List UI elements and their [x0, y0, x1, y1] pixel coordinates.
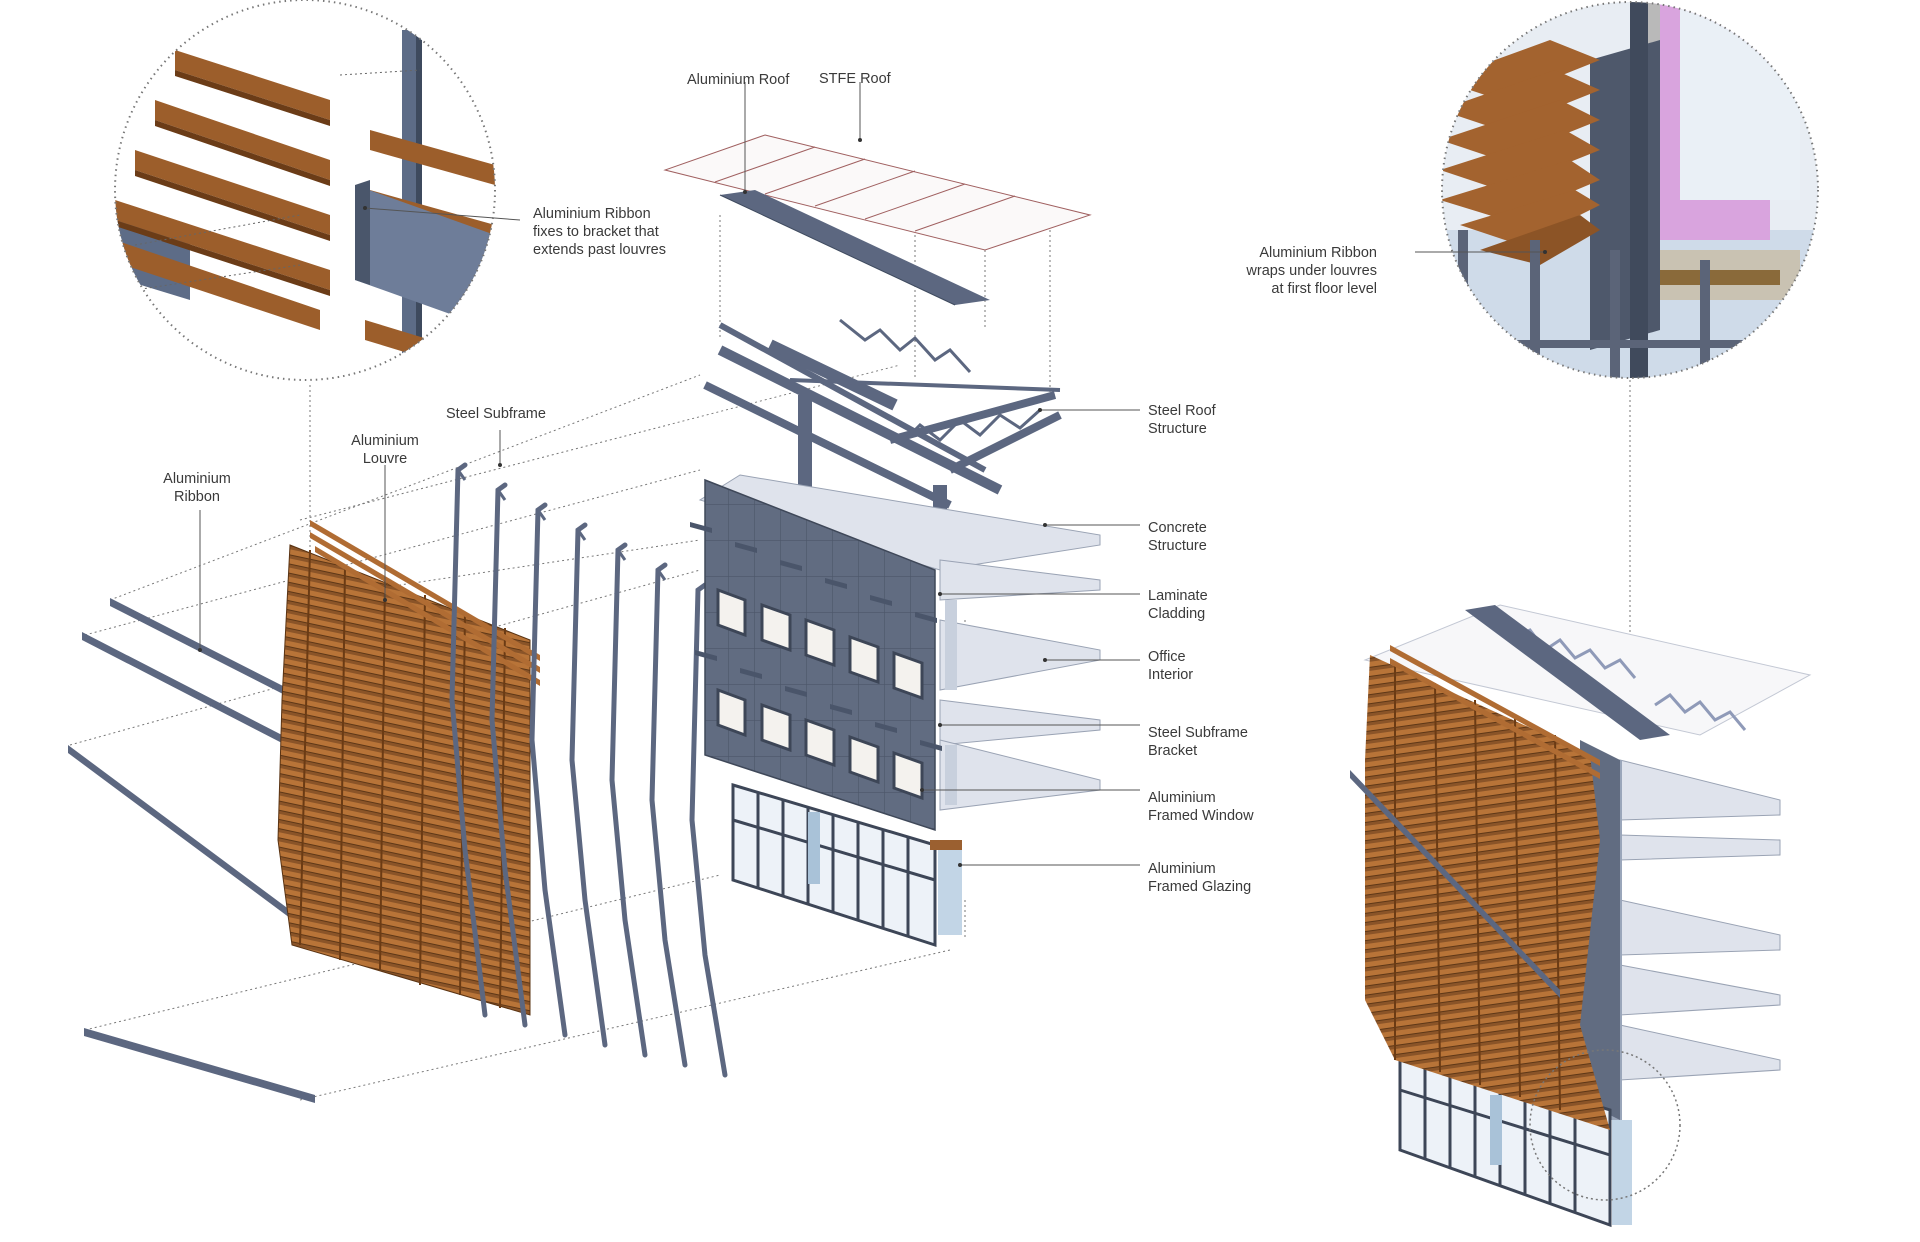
- floor-slabs: [698, 474, 1101, 811]
- aluminium-framed-glazing: [731, 782, 962, 948]
- assembled-building: [1350, 604, 1812, 1228]
- label-aluminium-framed-window: Aluminium Framed Window: [1148, 790, 1254, 824]
- stfe-roof: [663, 134, 1092, 251]
- detail-circle-first-floor: [1441, 1, 1819, 379]
- label-aluminium-louvre: Aluminium Louvre: [351, 433, 419, 467]
- label-steel-subframe-bracket: Steel Subframe Bracket: [1148, 725, 1248, 759]
- label-aluminium-ribbon-wraps: Aluminium Ribbon wraps under louvres at …: [1246, 245, 1377, 297]
- label-stfe-roof: STFE Roof: [819, 71, 891, 87]
- subframe-brackets: [690, 522, 942, 751]
- leader-lines: [199, 82, 1545, 866]
- detail-circle-ribbon-bracket: [114, 0, 496, 381]
- aluminium-framed-windows: [716, 587, 924, 801]
- label-concrete-structure: Concrete Structure: [1148, 520, 1207, 554]
- label-aluminium-roof: Aluminium Roof: [687, 72, 790, 88]
- label-aluminium-framed-glazing: Aluminium Framed Glazing: [1148, 861, 1252, 895]
- label-laminate-cladding: Laminate Cladding: [1148, 588, 1208, 622]
- label-office-interior: Office Interior: [1148, 649, 1194, 683]
- steel-subframes: [449, 462, 728, 1078]
- label-aluminium-ribbon-fixes: Aluminium Ribbon fixes to bracket that e…: [533, 206, 666, 258]
- aluminium-louvre-screen: [277, 520, 540, 1016]
- label-aluminium-ribbon: Aluminium Ribbon: [163, 471, 231, 505]
- aluminium-roof: [720, 190, 990, 305]
- label-steel-subframe: Steel Subframe: [446, 406, 546, 422]
- louvre-slats-detail: [115, 50, 330, 330]
- label-steel-roof-structure: Steel Roof Structure: [1148, 403, 1216, 437]
